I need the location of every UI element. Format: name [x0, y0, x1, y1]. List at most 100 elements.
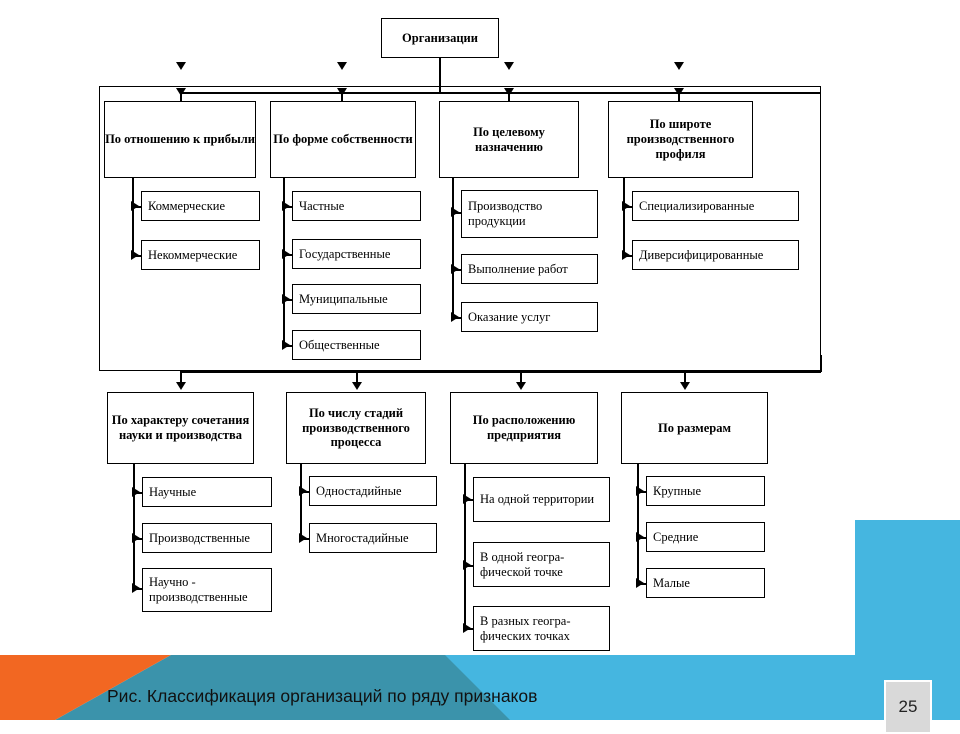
node-root[interactable]: Организации — [381, 18, 499, 58]
node-c2-item-4-label: Общественные — [299, 337, 380, 352]
node-root-label: Организации — [402, 30, 478, 45]
node-b3-item-2-label: В одной геогра-фической точке — [480, 549, 565, 579]
node-b2-item-1[interactable]: Одностадийные — [309, 476, 437, 506]
spine-bcol-4 — [637, 464, 639, 584]
node-bottom-header-4-label: По размерам — [658, 420, 731, 435]
node-c3-item-1[interactable]: Производство продукции — [461, 190, 598, 238]
root-stem — [439, 58, 441, 93]
arrow-b2-2-icon — [299, 533, 307, 543]
node-c2-item-2[interactable]: Государственные — [292, 239, 421, 269]
node-b1-item-3-label: Научно - производственные — [149, 575, 248, 604]
node-c2-item-2-label: Государственные — [299, 246, 391, 261]
node-c1-item-1[interactable]: Коммерческие — [141, 191, 260, 221]
node-c2-item-3[interactable]: Муниципальные — [292, 284, 421, 314]
node-b3-item-1[interactable]: На одной территории — [473, 477, 610, 522]
node-top-header-1[interactable]: По отношению к прибыли — [104, 101, 256, 178]
spine-col-3 — [452, 178, 454, 318]
spine-col-2 — [283, 178, 285, 346]
arrow-top-1-icon — [176, 62, 186, 70]
arrow-top-3-icon — [504, 62, 514, 70]
arrow-c3-2-icon — [451, 264, 459, 274]
node-c2-item-1[interactable]: Частные — [292, 191, 421, 221]
arrow-top-4-icon — [674, 62, 684, 70]
node-b2-item-1-label: Одностадийные — [316, 483, 402, 498]
node-b1-item-3[interactable]: Научно - производственные — [142, 568, 272, 612]
node-b1-item-1-label: Научные — [149, 484, 197, 499]
node-b3-item-1-label: На одной территории — [480, 492, 595, 507]
node-bottom-header-4[interactable]: По размерам — [621, 392, 768, 464]
node-top-header-2[interactable]: По форме собственности — [270, 101, 416, 178]
node-c4-item-2[interactable]: Диверсифицированные — [632, 240, 799, 270]
node-c2-item-4[interactable]: Общественные — [292, 330, 421, 360]
node-top-header-1-label: По отношению к прибыли — [105, 132, 255, 147]
node-c1-item-2[interactable]: Некоммерческие — [141, 240, 260, 270]
node-bottom-header-1-label: По характеру сочетания науки и производс… — [111, 413, 250, 442]
node-c3-item-3-label: Оказание услуг — [468, 309, 551, 324]
node-top-header-4-label: По широте производственного профиля — [626, 117, 735, 161]
arrow-c2-2-icon — [282, 249, 290, 259]
arrow-c3-1-icon — [451, 207, 459, 217]
arrow-b4-2-icon — [636, 532, 644, 542]
node-b4-item-3[interactable]: Малые — [646, 568, 765, 598]
drop-top-1 — [180, 92, 182, 104]
node-b4-item-2[interactable]: Средние — [646, 522, 765, 552]
node-bottom-header-2[interactable]: По числу стадий производственного процес… — [286, 392, 426, 464]
node-c1-item-2-label: Некоммерческие — [148, 247, 238, 262]
node-top-header-3-label: По целевому назначению — [473, 124, 545, 154]
arrow-b3-1-icon — [463, 494, 471, 504]
node-b4-item-1[interactable]: Крупные — [646, 476, 765, 506]
arrow-into-header-2-icon — [337, 88, 347, 96]
arrow-c4-2-icon — [622, 250, 630, 260]
spine-col-1 — [132, 178, 134, 258]
node-b4-item-1-label: Крупные — [653, 483, 701, 498]
drop-bottom-4 — [684, 371, 686, 385]
arrow-into-header-4-icon — [674, 88, 684, 96]
node-b4-item-3-label: Малые — [653, 575, 690, 590]
spine-bcol-3 — [464, 464, 466, 629]
node-top-header-2-label: По форме собственности — [273, 132, 413, 147]
top-section-frame — [99, 86, 821, 371]
node-b3-item-3-label: В разных геогра-фических точках — [480, 613, 571, 643]
arrow-c3-3-icon — [451, 312, 459, 322]
arrow-c1-1-icon — [131, 201, 139, 211]
node-b3-item-2[interactable]: В одной геогра-фической точке — [473, 542, 610, 587]
drop-top-4 — [678, 92, 680, 104]
arrow-top-2-icon — [337, 62, 347, 70]
arrow-b4-1-icon — [636, 486, 644, 496]
node-b3-item-3[interactable]: В разных геогра-фических точках — [473, 606, 610, 651]
node-bottom-header-1[interactable]: По характеру сочетания науки и производс… — [107, 392, 254, 464]
node-c2-item-3-label: Муниципальные — [299, 291, 388, 306]
drop-top-3 — [508, 92, 510, 104]
arrow-b1-2-icon — [132, 533, 140, 543]
node-c4-item-1-label: Специализированные — [639, 198, 755, 213]
node-b1-item-2[interactable]: Производственные — [142, 523, 272, 553]
node-top-header-4[interactable]: По широте производственного профиля — [608, 101, 753, 178]
frame-to-bottom-link — [820, 355, 822, 372]
page-number-value: 25 — [898, 697, 918, 716]
node-bottom-header-3[interactable]: По расположению предприятия — [450, 392, 598, 464]
node-top-header-3[interactable]: По целевому назначению — [439, 101, 579, 178]
drop-bottom-1 — [180, 371, 182, 385]
arrow-b3-2-icon — [463, 560, 471, 570]
arrow-c2-1-icon — [282, 201, 290, 211]
node-c4-item-2-label: Диверсифицированные — [639, 247, 764, 262]
node-b2-item-2-label: Многостадийные — [316, 530, 409, 545]
drop-bottom-3 — [520, 371, 522, 385]
arrow-b4-3-icon — [636, 578, 644, 588]
arrow-b1-3-icon — [132, 583, 140, 593]
arrow-bottom-3-icon — [516, 382, 526, 390]
node-b2-item-2[interactable]: Многостадийные — [309, 523, 437, 553]
node-b4-item-2-label: Средние — [653, 529, 699, 544]
figure-caption: Рис. Классификация организаций по ряду п… — [107, 686, 538, 706]
node-c3-item-1-label: Производство продукции — [468, 199, 543, 228]
arrow-c1-2-icon — [131, 250, 139, 260]
classification-diagram: Организации По отношению к прибыли По фо… — [99, 18, 822, 651]
node-b1-item-1[interactable]: Научные — [142, 477, 272, 507]
node-c3-item-2[interactable]: Выполнение работ — [461, 254, 598, 284]
node-c4-item-1[interactable]: Специализированные — [632, 191, 799, 221]
arrow-b1-1-icon — [132, 487, 140, 497]
page-number-badge: 25 — [884, 680, 932, 734]
drop-bottom-2 — [356, 371, 358, 385]
arrow-c4-1-icon — [622, 201, 630, 211]
node-c3-item-3[interactable]: Оказание услуг — [461, 302, 598, 332]
